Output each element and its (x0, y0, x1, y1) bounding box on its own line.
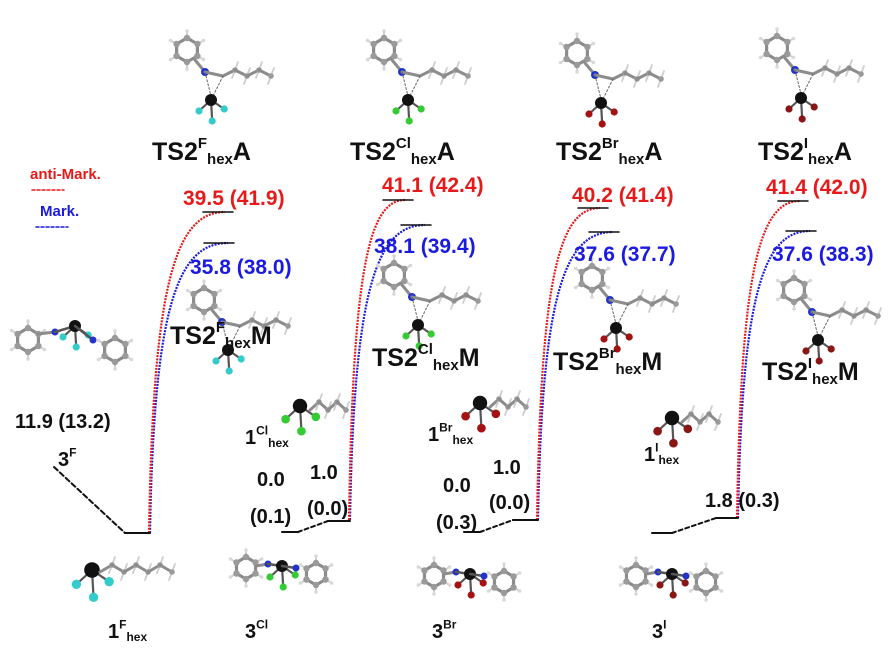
energy-paths (31, 189, 817, 534)
ts2-i-hex-a-label: TS2IhexA (758, 135, 852, 168)
molecule-1i-hex (653, 405, 722, 448)
molecule-3br (416, 556, 522, 602)
reactant-1cl-hex-label: 1Clhex (245, 423, 289, 450)
molecule-ts2-i-m (775, 269, 882, 365)
ts2-f-mark-energy: 35.8 (38.0) (190, 256, 292, 279)
ts2-cl-hex-m-label: TS2ClhexM (372, 341, 480, 374)
mark-curve-3 (736, 229, 811, 519)
reactant-1br-hex-label: 1Brhex (428, 420, 474, 447)
ts2-cl-hex-a-label: TS2ClhexA (350, 135, 455, 168)
anti-curve-3 (735, 199, 801, 519)
br-connector (479, 519, 514, 533)
molecule-ts2-f-a (168, 29, 275, 125)
legend-mark-label: Mark. (40, 203, 80, 220)
ts2-f-anti-energy: 39.5 (41.9) (183, 187, 285, 210)
reactant-1cl-energy-paren: (0.0) (307, 498, 349, 520)
ts2-br-anti-energy: 40.2 (41.4) (572, 184, 674, 207)
molecule-ts2-i-a (758, 27, 865, 123)
complex-3br-label: 3Br (432, 617, 457, 643)
complex-3cl-label: 3Cl (245, 617, 269, 643)
molecule-3i (618, 556, 724, 602)
i-connector (671, 517, 717, 534)
complex-3cl-energy: 0.0 (257, 469, 285, 491)
molecule-1f-hex (71, 556, 176, 602)
molecule-ts2-br-m (573, 257, 680, 353)
molecule-1cl-hex (281, 393, 350, 436)
complex-3f-label: 3F (58, 445, 77, 471)
ts2-i-hex-m-label: TS2IhexM (762, 355, 859, 388)
reactant-1i-hex-label: 1Ihex (644, 440, 680, 467)
molecule-3f (9, 319, 134, 371)
molecule-ts2-cl-a (365, 29, 472, 125)
ts2-br-hex-a-label: TS2BrhexA (556, 135, 663, 168)
reactant-1f-hex-label: 1Fhex (108, 617, 148, 644)
anti-curve-0 (147, 210, 226, 534)
complex-3i-label: 3I (652, 617, 667, 643)
molecule-ts2-br-a (558, 32, 665, 128)
ts2-cl-anti-energy: 41.1 (42.4) (382, 174, 484, 197)
ts2-i-anti-energy: 41.4 (42.0) (766, 176, 868, 199)
complex-3br-energy: 0.0 (443, 475, 471, 497)
ts2-cl-mark-energy: 38.1 (39.4) (374, 235, 476, 258)
ts2-f-hex-m-label: TS2FhexM (170, 319, 272, 352)
f-complex-connector (53, 466, 126, 534)
molecule-renderings (9, 27, 882, 602)
molecule-3cl (228, 548, 334, 594)
anti-curve-2 (535, 206, 601, 521)
ts2-i-mark-energy: 37.6 (38.3) (772, 243, 874, 266)
complex-3f-energy: 11.9 (13.2) (15, 411, 111, 433)
molecule-ts2-cl-m (375, 254, 482, 350)
reactant-1br-energy: 1.0 (493, 457, 521, 479)
ts2-f-hex-a-label: TS2FhexA (152, 135, 251, 168)
ts2-br-mark-energy: 37.6 (37.7) (574, 243, 676, 266)
reactant-1cl-energy: 1.0 (310, 462, 338, 484)
ts2-br-hex-m-label: TS2BrhexM (553, 345, 663, 378)
anti-curve-1 (347, 198, 406, 521)
molecule-ts2-f-m (185, 279, 292, 375)
reactant-1br-energy-paren: (0.0) (489, 492, 531, 514)
mark-curve-0 (148, 241, 229, 534)
reactant-1i-energy: 1.8 (0.3) (705, 490, 780, 512)
mark-curve-2 (536, 230, 614, 521)
complex-3br-energy-paren: (0.3) (436, 512, 478, 534)
molecule-1br-hex (461, 390, 530, 433)
mark-curve-1 (348, 223, 426, 521)
complex-3cl-energy-paren: (0.1) (250, 506, 292, 528)
legend-anti-mark-label: anti-Mark. (30, 166, 101, 183)
cl-connector (297, 520, 329, 533)
